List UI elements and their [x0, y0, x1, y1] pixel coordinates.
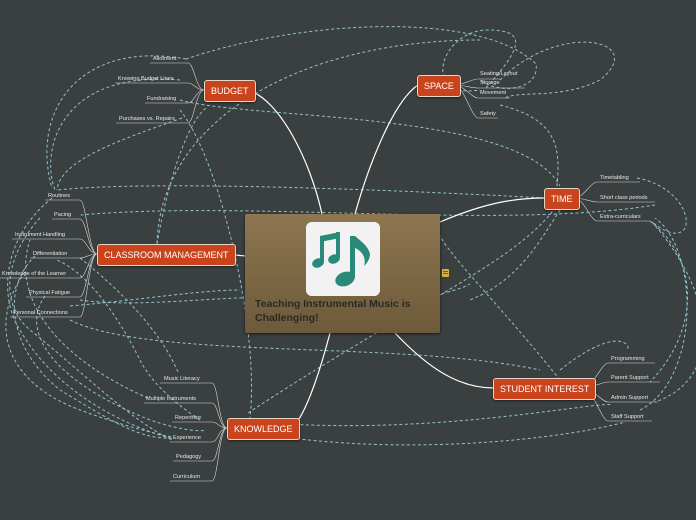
leaf-programming[interactable]: Programming — [611, 356, 645, 362]
connector-knowledge — [289, 332, 331, 429]
leaf-connector — [145, 89, 205, 104]
relationship-line — [57, 185, 546, 199]
leaf-admin-support[interactable]: Admin Support — [611, 395, 649, 401]
leaf-curriculum[interactable]: Curriculum — [173, 474, 201, 480]
leaf-pacing[interactable]: Pacing — [54, 212, 72, 218]
relationship-line — [56, 117, 183, 191]
leaf-connector — [160, 382, 228, 429]
connector-time — [439, 197, 546, 223]
relationship-line — [185, 26, 537, 89]
leaf-instrument-handling[interactable]: Instrument Handling — [15, 232, 66, 238]
leaf-connector — [170, 427, 228, 482]
leaf-connector — [116, 89, 205, 124]
leaf-staff-support[interactable]: Staff Support — [611, 414, 644, 420]
relationship-line — [469, 209, 561, 301]
leaf-connector — [12, 238, 98, 255]
relationship-line — [435, 217, 561, 381]
central-topic[interactable]: Teaching Instrumental Music is Challengi… — [245, 214, 440, 333]
connector-budget — [247, 89, 323, 215]
leaf-music-literacy[interactable]: Music Literacy — [164, 376, 200, 382]
relationship-line — [499, 104, 559, 187]
leaf-connector — [10, 253, 98, 318]
relationship-line — [639, 217, 688, 411]
leaf-parent-support[interactable]: Parent Support — [611, 375, 649, 381]
leaf-allotment[interactable]: Allotment — [153, 56, 177, 62]
leaf-repertoire[interactable]: Repertoire — [175, 415, 202, 421]
relationship-line — [651, 221, 696, 403]
relationship-line — [79, 257, 179, 373]
relationship-line — [559, 340, 629, 371]
leaf-connector — [52, 218, 98, 255]
connector-interest — [394, 332, 495, 389]
leaf-knowledge-of-the-learner[interactable]: Knowledge of the Learner — [2, 271, 67, 277]
relationship-line — [7, 197, 171, 439]
relationship-line — [69, 319, 541, 371]
leaf-connector — [45, 199, 98, 255]
branch-space[interactable]: SPACE — [417, 75, 461, 97]
leaf-connector — [172, 421, 228, 429]
relationship-line — [156, 107, 207, 245]
relationship-line — [9, 217, 173, 441]
branch-budget[interactable]: BUDGET — [204, 80, 256, 102]
leaf-knowing-budget-lines[interactable]: Knowing Budget Lines — [118, 76, 174, 82]
relationship-line — [25, 239, 149, 399]
leaf-connector — [144, 402, 228, 429]
relationship-line — [69, 289, 241, 307]
relationship-line — [13, 255, 173, 439]
leaf-extra-curriculars[interactable]: Extra-curriculars — [600, 214, 641, 220]
leaf-connector — [150, 62, 205, 91]
leaf-fundraising[interactable]: Fundraising — [147, 96, 177, 102]
relationship-line — [56, 259, 201, 421]
leaf-connector — [0, 253, 98, 279]
relationship-line — [636, 177, 687, 234]
leaf-connector — [115, 82, 205, 91]
leaf-connector — [170, 427, 228, 443]
leaf-timetabling[interactable]: Timetabling — [600, 175, 629, 181]
leaf-connector — [30, 253, 98, 259]
central-title: Teaching Instrumental Music is Challengi… — [255, 298, 411, 324]
relationship-line — [46, 55, 187, 189]
leaf-multiple-instruments[interactable]: Multiple Instruments — [146, 396, 197, 402]
music-notes-icon — [306, 222, 380, 296]
leaf-purchases-vs-repairs[interactable]: Purchases vs. Repairs — [119, 116, 175, 122]
leaf-personal-connections[interactable]: Personal Connections — [13, 310, 68, 316]
leaf-differentiation[interactable]: Differentiation — [33, 251, 68, 257]
connector-space — [354, 84, 419, 215]
leaf-short-class-periods[interactable]: Short class periods — [600, 195, 648, 201]
relationship-line — [239, 404, 613, 427]
relationship-line — [649, 220, 688, 383]
leaf-movement[interactable]: Movement — [480, 90, 507, 96]
relationship-line — [499, 41, 615, 99]
leaf-safety[interactable]: Safety — [480, 111, 496, 117]
branch-student-interest[interactable]: STUDENT INTEREST — [493, 378, 597, 400]
leaf-experience[interactable]: Experience — [173, 435, 201, 441]
relationship-line — [442, 29, 517, 92]
relationship-line — [5, 271, 173, 438]
branch-knowledge[interactable]: KNOWLEDGE — [227, 418, 300, 440]
branch-time[interactable]: TIME — [544, 188, 580, 210]
leaf-storage[interactable]: Storage — [480, 80, 500, 86]
relationship-line — [50, 78, 181, 191]
relationship-line — [179, 99, 561, 187]
leaf-pedagogy[interactable]: Pedagogy — [176, 454, 202, 460]
leaf-routines[interactable]: Routines — [48, 193, 71, 199]
leaf-seating-layout[interactable]: Seating/Layout — [480, 71, 518, 77]
relationship-line — [79, 204, 656, 216]
note-icon[interactable] — [442, 269, 449, 277]
leaf-physical-fatigue[interactable]: Physical Fatigue — [29, 290, 71, 296]
relationship-line — [36, 295, 206, 432]
branch-classroom-management[interactable]: CLASSROOM MANAGEMENT — [97, 244, 236, 266]
